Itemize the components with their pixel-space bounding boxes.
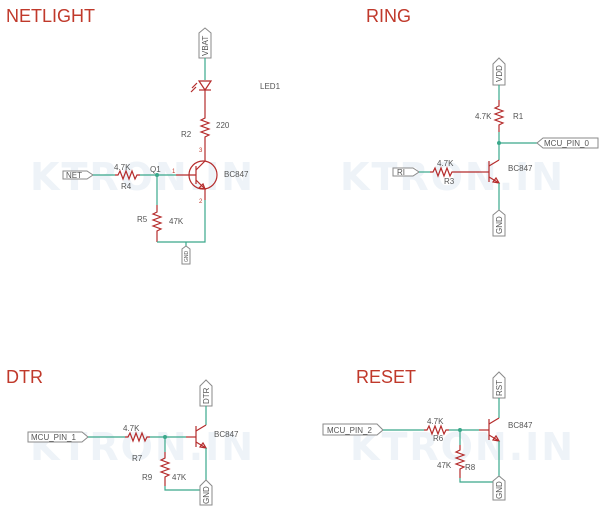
resistor-r8	[454, 445, 466, 478]
resistor-r7	[125, 431, 150, 443]
svg-text:MCU_PIN_1: MCU_PIN_1	[31, 433, 76, 442]
r6-name: R6	[433, 434, 444, 443]
port-net: NET	[62, 170, 94, 180]
resistor-r2	[199, 110, 211, 150]
svg-text:1: 1	[172, 169, 176, 175]
r4-value: 4.7K	[114, 163, 131, 172]
r3-value: 4.7K	[437, 159, 454, 168]
svg-text:GND: GND	[202, 486, 211, 504]
watermark-ring: KTRON.IN	[340, 155, 565, 199]
svg-text:RST: RST	[495, 380, 504, 396]
port-vdd: VDD	[492, 57, 506, 86]
r6-value: 4.7K	[427, 417, 444, 426]
r8-name: R8	[465, 463, 476, 472]
svg-text:NET: NET	[66, 171, 82, 180]
title-ring: RING	[366, 6, 411, 26]
resistor-r1	[493, 100, 505, 132]
r1-name: R1	[513, 112, 524, 121]
title-dtr: DTR	[6, 367, 43, 387]
title-reset: RESET	[356, 367, 416, 387]
svg-text:DTR: DTR	[202, 387, 211, 404]
port-gnd-dtr: GND	[199, 479, 213, 506]
dtr-circuit: DTR BC847 MCU_PIN_1 4.7K R7 R9 47K GND	[27, 379, 239, 506]
r1-value: 4.7K	[475, 112, 492, 121]
transistor-reset	[479, 417, 501, 442]
port-vbat: VBAT	[198, 27, 212, 59]
led-symbol	[190, 80, 213, 110]
port-gnd-reset: GND	[492, 475, 506, 501]
svg-text:RI: RI	[397, 168, 405, 177]
svg-text:MCU_PIN_0: MCU_PIN_0	[544, 139, 589, 148]
q1-name: Q1	[150, 165, 161, 174]
transistor-dtr	[186, 424, 208, 449]
r5-value: 47K	[169, 217, 184, 226]
svg-text:VDD: VDD	[495, 65, 504, 82]
svg-text:MCU_PIN_2: MCU_PIN_2	[327, 426, 372, 435]
r8-value: 47K	[437, 461, 452, 470]
port-ri: RI	[392, 167, 420, 177]
svg-text:GND: GND	[495, 216, 504, 234]
r9-name: R9	[142, 473, 153, 482]
title-netlight: NETLIGHT	[6, 6, 95, 26]
svg-text:3: 3	[199, 148, 203, 154]
r2-name: R2	[181, 130, 192, 139]
ring-q-part: BC847	[508, 164, 533, 173]
transistor-q1	[176, 150, 218, 200]
r7-name: R7	[132, 454, 143, 463]
port-gnd-netlight: GND	[181, 245, 191, 265]
watermark-reset: KTRON.IN	[350, 425, 575, 469]
resistor-r6	[424, 424, 449, 436]
led1-label: LED1	[260, 82, 281, 91]
reset-q-part: BC847	[508, 421, 533, 430]
port-mcu-pin-1: MCU_PIN_1	[27, 431, 89, 443]
r2-value: 220	[216, 121, 230, 130]
reset-circuit: RST BC847 MCU_PIN_2 4.7K R6 47K R8 GND	[322, 371, 533, 501]
ring-circuit: VDD 4.7K R1 MCU_PIN_0 BC847 RI 4.7K R3	[392, 57, 599, 237]
port-mcu-pin-2: MCU_PIN_2	[322, 423, 384, 436]
port-rst: RST	[492, 371, 506, 399]
r4-name: R4	[121, 182, 132, 191]
port-gnd-ring: GND	[492, 209, 506, 237]
resistor-r5	[151, 205, 163, 242]
svg-text:VBAT: VBAT	[201, 36, 210, 56]
resistor-r9	[159, 452, 171, 486]
port-mcu-pin-0: MCU_PIN_0	[536, 137, 599, 149]
r7-value: 4.7K	[123, 424, 140, 433]
r5-name: R5	[137, 215, 148, 224]
q1-part: BC847	[224, 170, 249, 179]
resistor-r3	[430, 166, 479, 178]
svg-text:GND: GND	[495, 481, 504, 499]
netlight-circuit: VBAT LED1 220 R2 3 BC847 1 2	[62, 27, 281, 265]
dtr-q-part: BC847	[214, 430, 239, 439]
svg-text:2: 2	[199, 199, 203, 205]
transistor-ring	[479, 159, 501, 184]
port-dtr: DTR	[199, 379, 213, 407]
svg-text:GND: GND	[184, 251, 190, 263]
resistor-r4	[115, 169, 140, 181]
r3-name: R3	[444, 177, 455, 186]
r9-value: 47K	[172, 473, 187, 482]
